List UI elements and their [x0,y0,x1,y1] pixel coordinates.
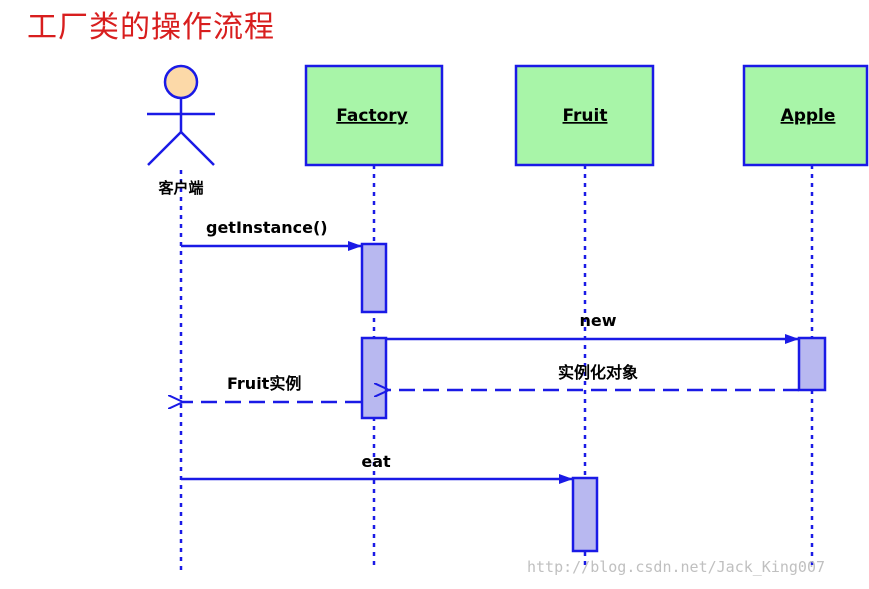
instantiate-label: 实例化对象 [558,363,638,382]
diagram-title: 工厂类的操作流程 [27,10,275,45]
fruit-object: Fruit [514,64,655,167]
apple-activation [797,336,827,392]
new-label: new [579,311,616,330]
fruit-instance-label: Fruit实例 [227,374,301,393]
fruit-activation [571,476,599,553]
factory-activation-1 [360,242,388,314]
getinstance-label: getInstance() [206,218,328,237]
factory-object-label: Factory [336,106,407,126]
watermark: http://blog.csdn.net/Jack_King007 [527,558,826,576]
apple-object-label: Apple [781,106,836,126]
apple-object: Apple [742,64,869,167]
actor-icon [147,64,215,166]
actor-label: 客户端 [157,179,203,197]
factory-activation-2 [360,336,388,420]
fruit-object-label: Fruit [563,106,608,126]
eat-label: eat [361,452,391,471]
factory-object: Factory [304,64,444,167]
